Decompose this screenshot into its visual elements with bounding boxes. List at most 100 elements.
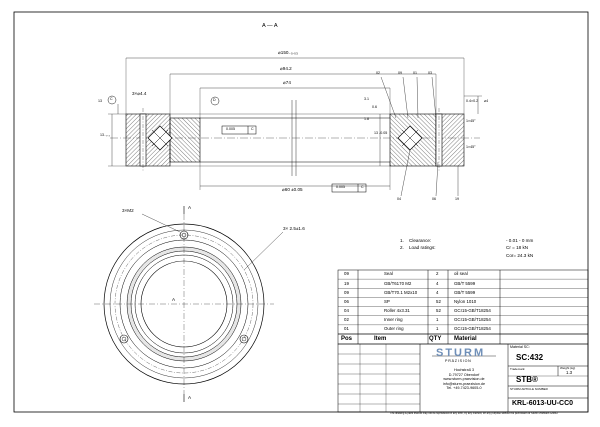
bom-cell-pos: 01 [344, 326, 349, 332]
address-line: Tel. +49-7423-9605-0 [446, 386, 482, 391]
section-view [107, 57, 482, 197]
bom-cell-material: GCr15-GB/T18254 [454, 317, 491, 323]
bom-cell-item: GB/T6170 M2 [384, 280, 412, 286]
bom-cell-material: Nylon 1010 [454, 298, 477, 304]
bom-cell-item: Roller 4x3.31 [384, 307, 410, 313]
callout-19: 19 [455, 197, 459, 201]
front-view [94, 206, 284, 402]
dim-r1: 1.8 [364, 117, 369, 121]
bom-cell-qty: 1 [436, 326, 439, 332]
bom-cell-pos: 04 [344, 307, 349, 313]
trademark-label: Trademark: [510, 367, 526, 371]
dim-thick-right: ⌀4 [484, 99, 489, 103]
bolt-hole-3 [239, 334, 249, 344]
bom-cell-qty: 2 [436, 271, 439, 277]
callout-09: 09 [398, 71, 402, 75]
bom-table [337, 269, 589, 345]
dim-height-right: 13 -0.05 [374, 131, 388, 135]
bom-cell-material: GB/T 5599 [454, 289, 476, 295]
callout-01: 01 [413, 71, 417, 75]
front-right-label: 3× 2.5±1.6 [283, 226, 305, 231]
bom-cell-pos: 19 [344, 280, 349, 286]
article-label: STURM ARTICLE NUMBER [510, 387, 548, 391]
bom-cell-qty: 52 [436, 307, 441, 313]
tol-bottom-value: 0.005 [336, 185, 345, 189]
dim-chamfer: 0.4×0.2 [466, 99, 479, 103]
bom-cell-pos: 06 [344, 298, 349, 304]
front-marker-top: A [188, 205, 192, 210]
dim-outer-dia: ⌀150₋₀.₀₃ [278, 50, 298, 55]
bom-cell-pos: 09 [344, 289, 349, 295]
dim-d2: ⌀74 [283, 80, 291, 85]
bom-cell-material: GB/T 5599 [454, 280, 476, 286]
company-logo: STURM [436, 347, 486, 359]
sheet-border [13, 11, 589, 413]
bom-cell-material: oil seal [454, 271, 468, 277]
dim-bolt-left: 3×⌀4.4 [132, 91, 147, 96]
bolt-hole-2 [119, 334, 129, 344]
company-address: Hochstraß 3 D-79727 Obendorf www.sturm-p… [424, 368, 504, 391]
address-line: Hochstraß 3 [453, 368, 475, 372]
tol-frame-bottom [331, 183, 367, 193]
callout-03: 03 [428, 71, 432, 75]
dim-height-small: 13 [98, 99, 102, 103]
ref-c-label: C [110, 97, 113, 101]
left-outer-section [125, 113, 171, 167]
bom-header-material: Material [454, 336, 477, 342]
bom-cell-item: Outer ring [384, 326, 404, 332]
callout-04: 04 [397, 197, 401, 201]
material-value: SC:432 [516, 353, 544, 362]
dim-angle-2: 1×45° [466, 145, 476, 149]
note-1-value: - 0.01 - 0 mm [506, 238, 534, 243]
bolt-hole-1 [179, 230, 189, 240]
dim-angle-1: 1×45° [466, 119, 476, 123]
trademark-value: STB® [516, 375, 538, 384]
company-logo-sub: PRÄZISION [445, 359, 472, 363]
bom-row: 02 Inner ring 1 GCr15-GB/T18254 [338, 317, 588, 323]
ref-d-circle [210, 96, 220, 106]
weight-label: Weight (kg) [560, 366, 576, 370]
weight-value: 1.3 [566, 370, 573, 375]
address-line: www.sturm-praezision.de [443, 377, 485, 382]
bom-row: 19 GB/T6170 M2 4 GB/T 5599 [338, 281, 588, 287]
bom-cell-item: GB/T70.1 M2x10 [384, 289, 418, 295]
bom-cell-qty: 4 [436, 280, 439, 286]
front-marker-bottom: A [188, 395, 192, 400]
tol-left-ref: C [251, 127, 254, 131]
material-label: Material SC: [510, 345, 530, 349]
bom-cell-qty: 1 [436, 317, 439, 323]
bom-cell-item: Inner ring [384, 317, 403, 323]
dim-gap: 0.6 [372, 105, 377, 109]
note-2-num: 2. [400, 245, 404, 250]
address-line: D-79727 Obendorf [448, 372, 480, 377]
note-2-label: Load ratings: [409, 245, 436, 250]
bom-row: 09 GB/T70.1 M2x10 4 GB/T 5599 [338, 290, 588, 296]
bom-cell-qty: 52 [436, 298, 441, 304]
note-2-value: Cr = 18 kN [506, 245, 529, 250]
bom-cell-material: GCr15-GB/T18254 [454, 326, 491, 332]
bom-cell-qty: 4 [436, 289, 439, 295]
dim-d1: ⌀94.2 [280, 66, 292, 71]
address-line: info@sturm-praezision.de [442, 381, 486, 386]
bom-row: 01 Outer ring 1 GCr15-GB/T18254 [338, 326, 588, 332]
note-1-num: 1. [400, 238, 404, 243]
bom-header: Pos Item QTY Material [338, 334, 588, 344]
callout-02: 02 [376, 71, 380, 75]
ref-c-circle [107, 95, 117, 105]
bom-cell-pos: 02 [344, 317, 349, 323]
dim-r2: 3.1 [364, 97, 369, 101]
bom-header-item: Item [374, 336, 387, 342]
front-hole-label: 3×M2 [122, 208, 134, 213]
callout-06: 06 [432, 197, 436, 201]
title-block [337, 343, 589, 413]
bom-header-pos: Pos [341, 336, 353, 342]
bom-cell-item: Seal [384, 271, 393, 277]
note-1-label: Clearance: [409, 238, 432, 243]
tol-frame-left [221, 125, 257, 135]
footer-notice: The drawing & parts thereof may not be r… [390, 412, 558, 415]
tol-left-value: 0.005 [226, 127, 235, 131]
